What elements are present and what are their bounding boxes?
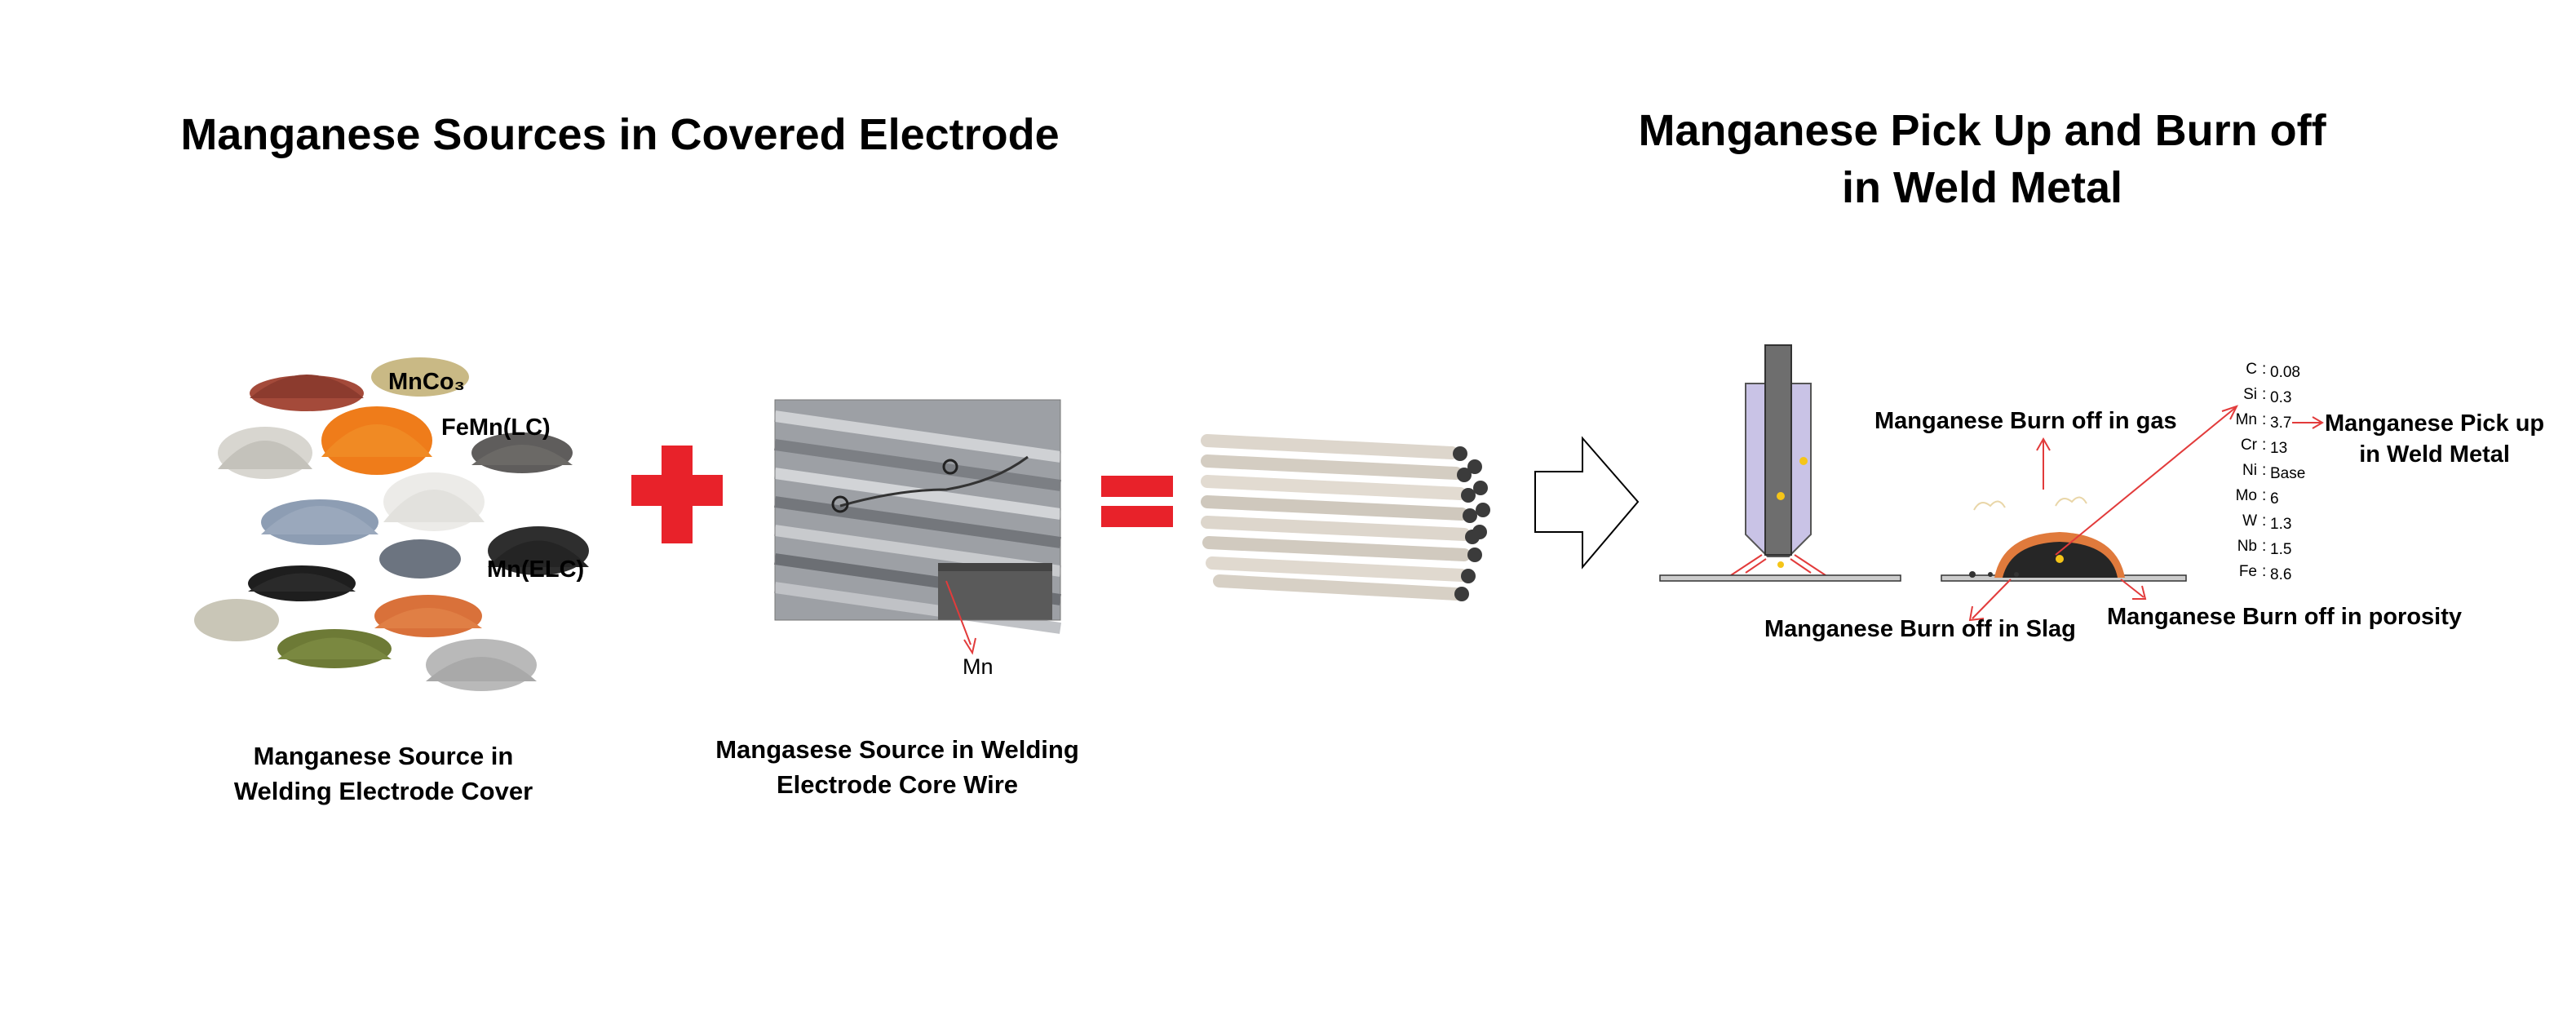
cover-caption-line2: Welding Electrode Cover xyxy=(233,777,533,805)
composition-row: Nb:1.5 xyxy=(2223,538,2321,563)
composition-element: C xyxy=(2246,361,2257,378)
composition-row: Mn:3.7 xyxy=(2223,411,2321,437)
composition-value: 3.7 xyxy=(2270,415,2292,432)
composition-element: Mn xyxy=(2235,411,2257,428)
composition-separator: : xyxy=(2262,361,2267,378)
composition-element: Fe xyxy=(2238,563,2257,580)
composition-value: 8.6 xyxy=(2270,566,2292,583)
burn-slag-label: Manganese Burn off in Slag xyxy=(1764,616,2076,642)
composition-value: 6 xyxy=(2270,490,2279,508)
right-title-line2: in Weld Metal xyxy=(1841,163,2123,212)
composition-row: Ni:Base xyxy=(2223,462,2321,487)
femn-label: FeMn(LC) xyxy=(441,415,551,441)
core-caption-line1: Mangasese Source in Welding xyxy=(715,735,1079,764)
composition-element: Si xyxy=(2243,386,2257,403)
pickup-line2: in Weld Metal xyxy=(2359,441,2510,468)
composition-element: Nb xyxy=(2237,538,2257,555)
right-title: Manganese Pick Up and Burn off in Weld M… xyxy=(1599,102,2366,216)
composition-value: 1.5 xyxy=(2270,541,2292,558)
pickup-label: Manganese Pick up in Weld Metal xyxy=(2325,408,2544,470)
cover-caption-line1: Manganese Source in xyxy=(253,742,514,770)
composition-separator: : xyxy=(2262,538,2267,555)
composition-element: Ni xyxy=(2242,462,2257,479)
composition-separator: : xyxy=(2262,462,2267,479)
right-title-line1: Manganese Pick Up and Burn off xyxy=(1638,106,2326,155)
composition-value: 13 xyxy=(2270,440,2288,457)
composition-row: Cr:13 xyxy=(2223,437,2321,462)
composition-separator: : xyxy=(2262,437,2267,454)
composition-row: Fe:8.6 xyxy=(2223,563,2321,588)
composition-separator: : xyxy=(2262,487,2267,504)
wire-mn-label: Mn xyxy=(963,654,994,679)
burn-gas-label: Manganese Burn off in gas xyxy=(1874,408,2177,434)
composition-value: 0.3 xyxy=(2270,389,2292,406)
composition-separator: : xyxy=(2262,411,2267,428)
composition-value: 0.08 xyxy=(2270,364,2300,381)
composition-element: Cr xyxy=(2240,437,2257,454)
cover-caption: Manganese Source in Welding Electrode Co… xyxy=(196,738,571,809)
electrode-rod xyxy=(1764,344,1792,556)
base-plate-left xyxy=(1659,574,1901,582)
mnco3-label: MnCo₃ xyxy=(388,369,465,395)
composition-value: 1.3 xyxy=(2270,516,2292,533)
composition-separator: : xyxy=(2262,512,2267,530)
composition-row: Si:0.3 xyxy=(2223,386,2321,411)
burn-porosity-label: Manganese Burn off in porosity xyxy=(2107,604,2463,630)
composition-row: W:1.3 xyxy=(2223,512,2321,538)
composition-value: Base xyxy=(2270,465,2306,482)
composition-element: Mo xyxy=(2235,487,2257,504)
pickup-line1: Manganese Pick up xyxy=(2325,410,2545,437)
core-caption-line2: Electrode Core Wire xyxy=(776,770,1019,799)
composition-separator: : xyxy=(2262,563,2267,580)
left-title: Manganese Sources in Covered Electrode xyxy=(180,110,1060,159)
composition-row: Mo:6 xyxy=(2223,487,2321,512)
core-caption: Mangasese Source in Welding Electrode Co… xyxy=(702,732,1093,802)
powder-piles xyxy=(194,357,589,691)
composition-row: C:0.08 xyxy=(2223,361,2321,386)
composition-element: W xyxy=(2242,512,2257,530)
composition-separator: : xyxy=(2262,386,2267,403)
mn-elc-label: Mn(ELC) xyxy=(487,556,585,583)
